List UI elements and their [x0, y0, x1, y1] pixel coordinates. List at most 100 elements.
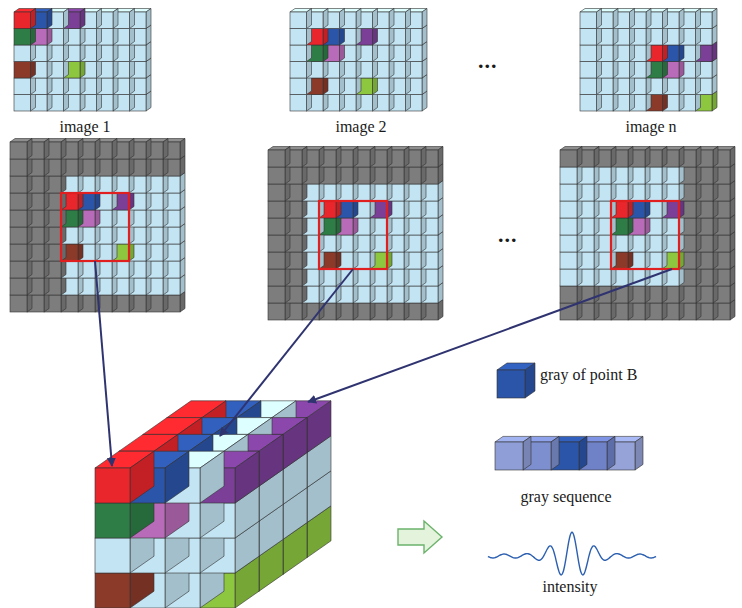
cube-front: [14, 78, 31, 95]
legend-swatch-cube: [497, 363, 535, 398]
cube-side: [259, 434, 283, 486]
cube-side: [307, 401, 331, 453]
image-frame: image 2: [286, 0, 436, 136]
cube-side: [438, 147, 443, 168]
cube-front: [95, 503, 130, 538]
cube-front: [14, 12, 31, 29]
legend-text: gray sequence: [520, 488, 611, 506]
cube-side: [112, 139, 117, 160]
cube-front: [290, 12, 307, 29]
cube-front: [14, 29, 31, 46]
cube-front: [560, 184, 577, 201]
cube-side: [679, 9, 684, 29]
cube-front: [580, 12, 597, 29]
cube-side: [235, 451, 259, 503]
cube-front: [14, 95, 31, 112]
cube-front: [95, 468, 130, 503]
cube-side: [340, 9, 345, 29]
cube-side: [307, 9, 312, 29]
cube-side: [130, 9, 135, 29]
cube-front: [10, 193, 27, 210]
cube-grid: [290, 9, 427, 112]
feed-arrow: [308, 269, 672, 402]
cube-front: [560, 167, 577, 184]
cube-side: [336, 147, 341, 168]
cube-front: [560, 286, 577, 303]
cube-side: [662, 147, 667, 168]
cube-side: [389, 9, 394, 29]
feed-arrow: [220, 269, 353, 436]
window-frame: [319, 201, 387, 269]
cube-side: [129, 139, 134, 160]
cube-front: [290, 45, 307, 62]
cube-front: [495, 442, 523, 470]
cube-front: [580, 45, 597, 62]
cube-front: [268, 286, 285, 303]
cube-side: [64, 9, 69, 29]
cube-side: [579, 436, 587, 470]
cube-side: [422, 9, 427, 29]
cube-side: [44, 139, 49, 160]
cube-front: [10, 176, 27, 193]
cube-side: [47, 9, 52, 29]
cube-front: [580, 62, 597, 79]
cube-front: [10, 227, 27, 244]
result-arrow: [398, 521, 442, 553]
cube-side: [713, 147, 718, 168]
cube-side: [353, 147, 358, 168]
legend-text: intensity: [542, 578, 597, 596]
cube-side: [283, 418, 307, 470]
cube-side: [421, 147, 426, 168]
cube-grid: [560, 147, 735, 321]
cube-side: [165, 451, 189, 503]
cube-side: [577, 147, 582, 168]
cube-side: [663, 9, 668, 29]
cube-front: [10, 244, 27, 261]
image-label: image 2: [335, 118, 386, 136]
legend-text: gray of point B: [540, 366, 637, 384]
ellipsis: ...: [498, 222, 518, 247]
cube-grid: [95, 451, 259, 608]
cube-front: [580, 95, 597, 112]
cube-front: [268, 201, 285, 218]
legend-swatch: [497, 370, 525, 398]
cube-front: [268, 218, 285, 235]
cube-side: [319, 147, 324, 168]
cube-front: [268, 167, 285, 184]
cube-side: [113, 9, 118, 29]
cube-front: [10, 261, 27, 278]
cube-side: [551, 436, 559, 470]
cube-front: [290, 78, 307, 95]
cube-side: [163, 139, 168, 160]
gray-sequence: [495, 436, 643, 470]
cube-side: [525, 363, 535, 398]
cube-front: [95, 538, 130, 573]
cube-front: [10, 210, 27, 227]
cube-front: [14, 62, 31, 79]
cube-side: [130, 451, 154, 503]
cube-side: [607, 436, 615, 470]
cube-side: [27, 139, 32, 160]
cube-side: [285, 147, 290, 168]
cube-side: [404, 147, 409, 168]
cube-side: [635, 436, 643, 470]
cube-grid: [580, 9, 717, 112]
cube-front: [290, 29, 307, 46]
cube-side: [180, 139, 185, 160]
cube-front: [95, 573, 130, 608]
window-frame: [61, 193, 129, 261]
cube-front: [560, 201, 577, 218]
cube-side: [594, 147, 599, 168]
cube-side: [611, 147, 616, 168]
cube-front: [10, 142, 27, 159]
cube-front: [268, 303, 285, 320]
cube-front: [10, 159, 27, 176]
cube-side: [613, 9, 618, 29]
cube-side: [712, 9, 717, 29]
window-frame: [611, 201, 679, 269]
cube-side: [523, 436, 531, 470]
cube-grid: [14, 9, 151, 112]
cube-side: [696, 9, 701, 29]
cube-grid: [268, 147, 443, 321]
